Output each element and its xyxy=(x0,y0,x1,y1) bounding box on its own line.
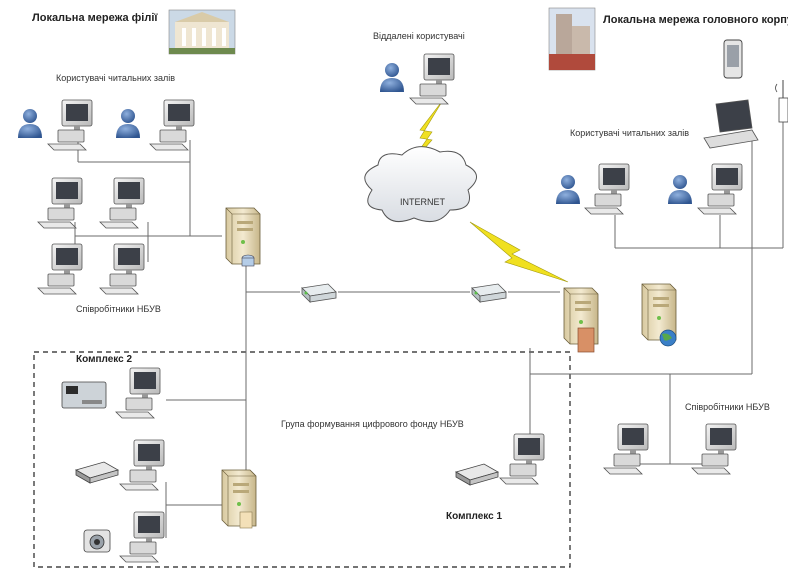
computer-icon xyxy=(149,99,195,151)
computer-icon xyxy=(584,163,630,215)
complex2-label: Комплекс 2 xyxy=(76,354,133,365)
connection-lines xyxy=(74,120,784,538)
tablet-icon xyxy=(723,39,743,79)
staff-left-label: Співробітники НБУВ xyxy=(76,304,161,314)
user-icon xyxy=(116,109,140,138)
digital-group-label: Група формування цифрового фонду НБУВ xyxy=(281,419,464,429)
computer-icon xyxy=(37,243,83,295)
camera-icon xyxy=(83,529,111,553)
computer-icon xyxy=(697,163,743,215)
remote-users-label: Віддалені користувачі xyxy=(373,31,465,41)
computer-icon xyxy=(119,439,165,491)
server-icon xyxy=(225,207,261,265)
computer-icon xyxy=(119,511,165,563)
complex1-label: Комплекс 1 xyxy=(446,511,503,522)
computer-icon xyxy=(691,423,737,475)
complex-boundary xyxy=(33,351,571,568)
reading-users-left-label: Користувачі читальних залів xyxy=(56,73,176,83)
computer-icon xyxy=(37,177,83,229)
computer-icon xyxy=(409,53,455,105)
building-photo-icon xyxy=(168,9,236,55)
computer-icon xyxy=(603,423,649,475)
computer-icon xyxy=(115,367,161,419)
scanner-icon xyxy=(74,461,120,484)
branch-lan-title: Локальна мережа філії xyxy=(32,12,158,24)
switch-icon xyxy=(301,283,337,303)
switch-icon xyxy=(471,283,507,303)
staff-right-label: Співробітники НБУВ xyxy=(685,402,770,412)
user-icon xyxy=(556,175,580,204)
main-lan-title: Локальна мережа головного корпусу xyxy=(603,14,788,26)
computer-icon xyxy=(499,433,545,485)
user-icon xyxy=(668,175,692,204)
lightning-icon xyxy=(469,221,569,283)
reading-users-right-label: Користувачі читальних залів xyxy=(570,128,690,138)
antenna-icon xyxy=(775,80,788,123)
building-photo-icon xyxy=(548,7,596,71)
computer-icon xyxy=(47,99,93,151)
cloud-icon xyxy=(364,146,477,223)
laptop-icon xyxy=(703,99,759,149)
computer-icon xyxy=(99,177,145,229)
device-icon xyxy=(61,381,107,409)
user-icon xyxy=(18,109,42,138)
user-icon xyxy=(380,63,404,92)
computer-icon xyxy=(99,243,145,295)
scanner-icon xyxy=(454,463,500,486)
internet-label: INTERNET xyxy=(400,197,445,207)
